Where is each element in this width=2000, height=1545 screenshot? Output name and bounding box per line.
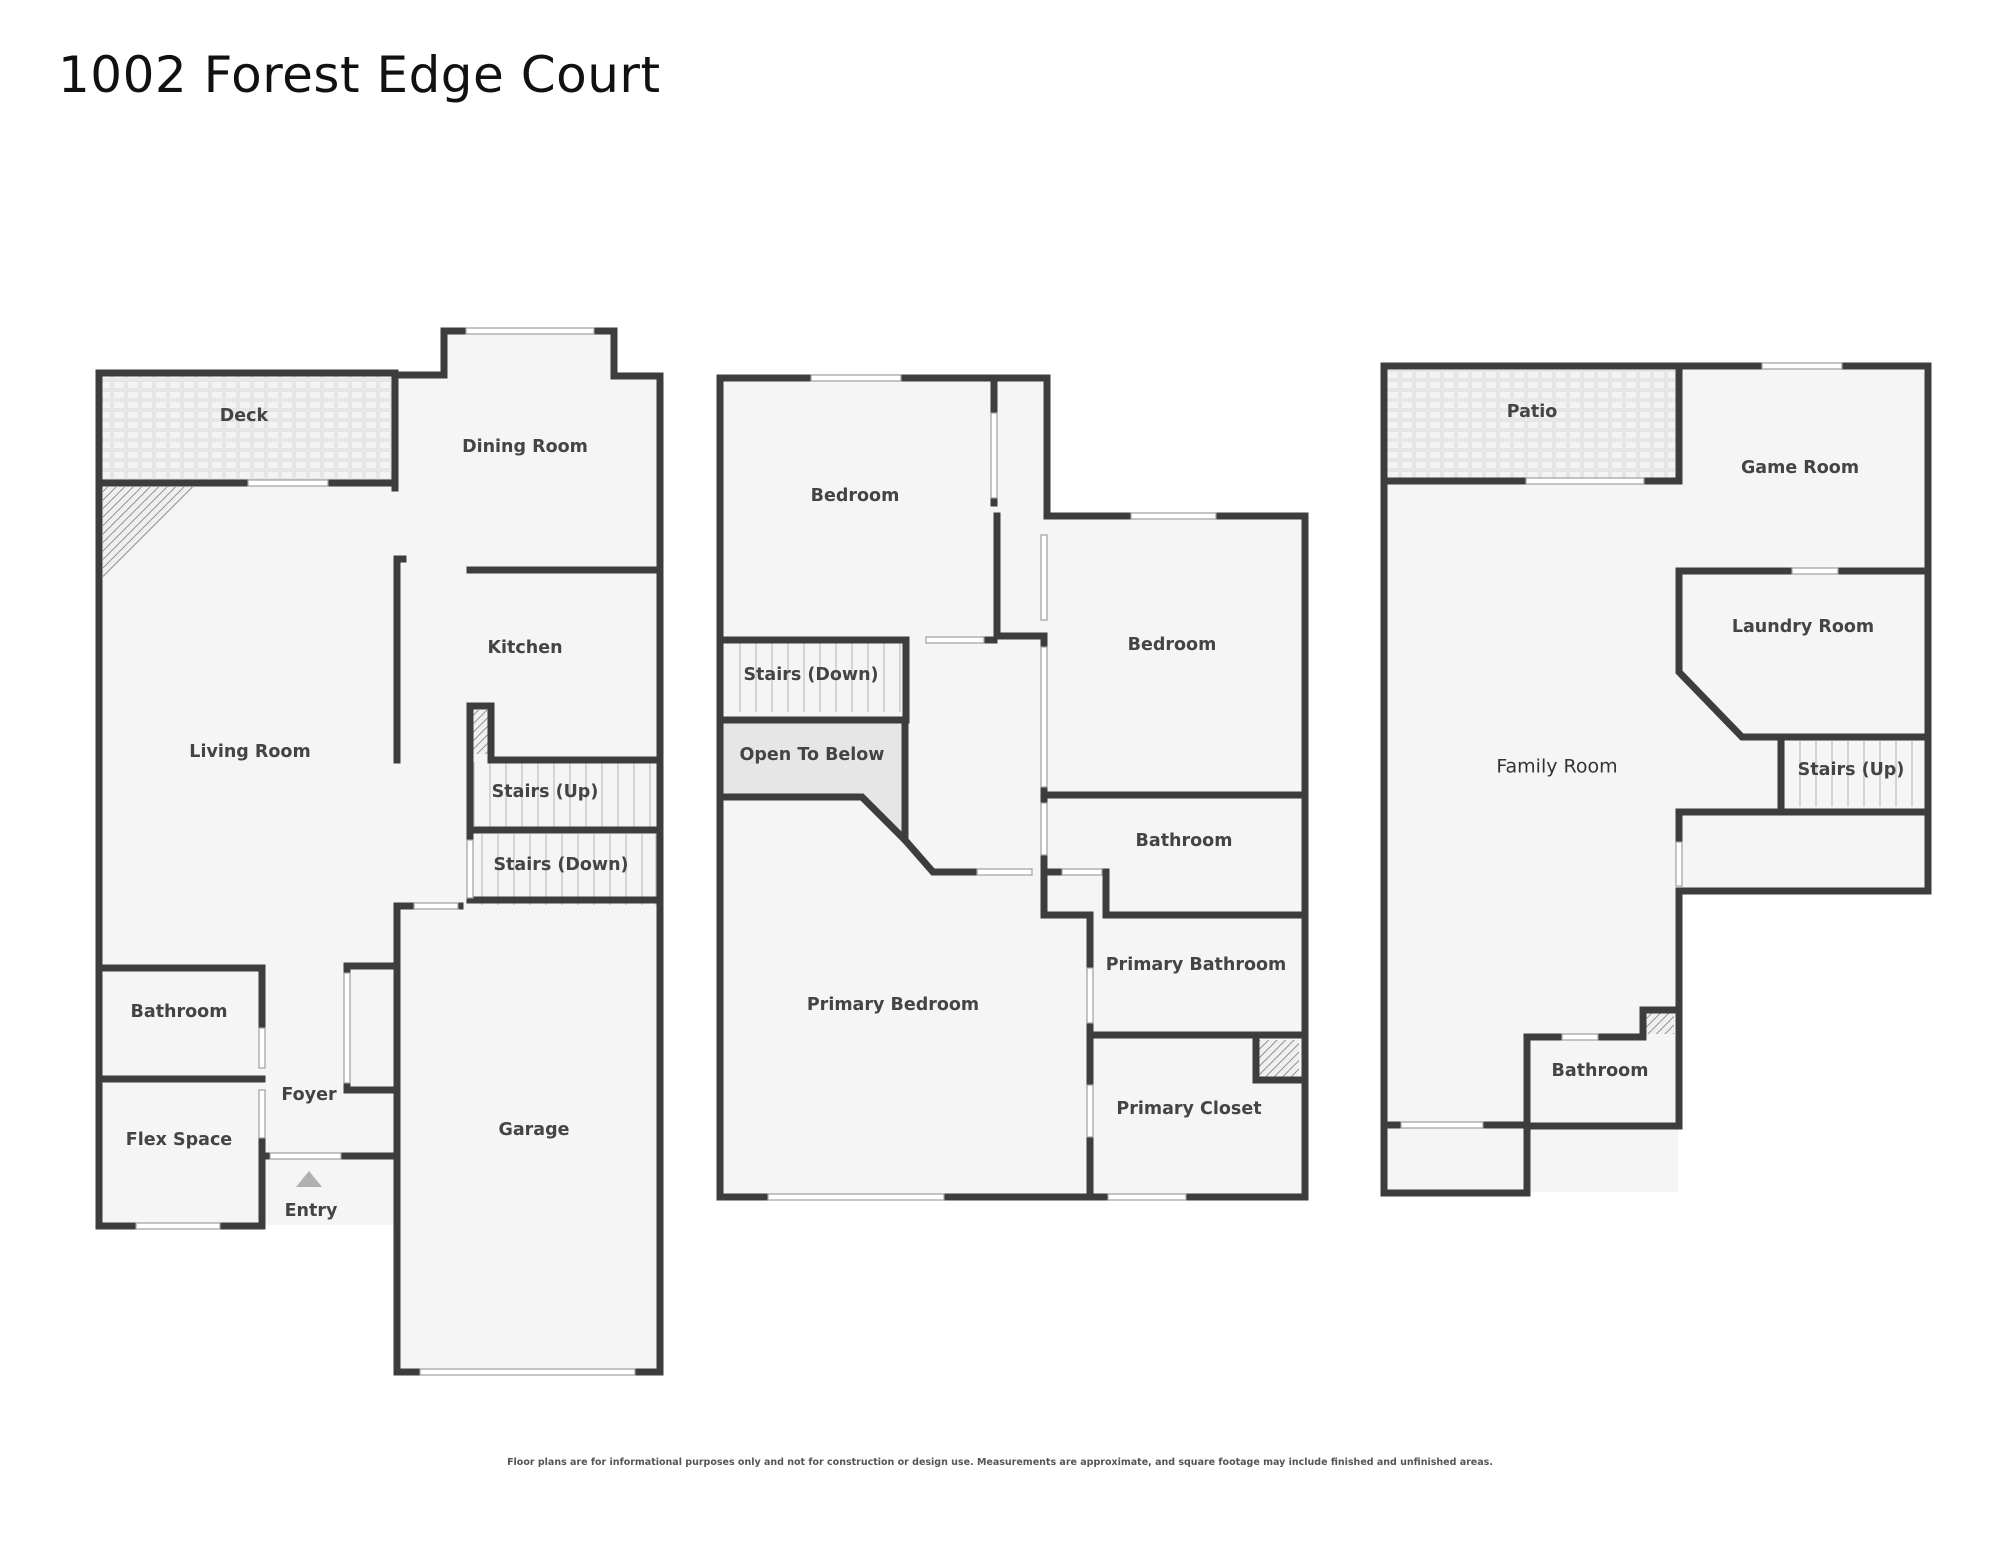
label-dining-room: Dining Room — [462, 437, 588, 457]
lower-closet-door — [1675, 841, 1683, 887]
entry-arrow-icon — [296, 1171, 322, 1187]
flex-door — [258, 1089, 266, 1139]
lower-floor-windows — [1400, 362, 1843, 1129]
closet-hatch — [1259, 1040, 1299, 1078]
deck-paving — [100, 373, 395, 483]
label-laundry-room: Laundry Room — [1732, 617, 1874, 637]
lower-storage-door — [1400, 1121, 1484, 1129]
primary-bath-door — [1086, 967, 1094, 1024]
label-bedroom-1: Bedroom — [811, 486, 900, 506]
hall-closet-door — [1061, 868, 1103, 876]
fireplace-hatch — [103, 487, 196, 578]
game-room-window — [1761, 362, 1843, 370]
label-main-stairs-down: Stairs (Down) — [493, 855, 628, 875]
label-family-room: Family Room — [1496, 756, 1617, 778]
lower-bath-door — [1561, 1033, 1599, 1041]
patio-door — [1525, 477, 1645, 485]
open-to-below-fill — [723, 720, 905, 840]
primary-closet-door — [1086, 1084, 1094, 1138]
primary-bedroom-door — [976, 868, 1033, 876]
laundry-door — [1791, 567, 1839, 575]
bedroom2-door — [1040, 646, 1048, 788]
upper-floor-windows — [767, 374, 1217, 1201]
main-floor-fill — [99, 331, 660, 1373]
label-living-room: Living Room — [189, 742, 310, 762]
upper-floor-plan: Bedroom Bedroom Stairs (Down) Open To Be… — [716, 374, 1309, 1201]
lower-floor-fill — [1384, 366, 1928, 1192]
label-patio: Patio — [1507, 402, 1558, 422]
label-foyer: Foyer — [281, 1085, 337, 1105]
label-kitchen: Kitchen — [487, 638, 562, 658]
bedroom1-closet-door — [990, 412, 998, 499]
primary-bedroom-window — [767, 1193, 945, 1201]
label-primary-closet: Primary Closet — [1116, 1099, 1261, 1119]
lower-closet-hatch — [1646, 1012, 1674, 1034]
deck-door — [247, 479, 329, 487]
label-upper-stairs-down: Stairs (Down) — [743, 665, 878, 685]
bedroom1-door — [925, 636, 985, 644]
label-garage: Garage — [498, 1120, 569, 1140]
garage-door — [419, 1368, 636, 1376]
label-primary-bathroom: Primary Bathroom — [1106, 955, 1287, 975]
label-open-to-below: Open To Below — [740, 745, 885, 765]
bedroom2-closet-door — [1040, 534, 1048, 621]
dining-window — [465, 327, 595, 335]
bathroom-door — [1040, 802, 1048, 856]
foyer-closet-door — [343, 972, 351, 1084]
garage-entry-door — [413, 902, 459, 910]
kitchen-pantry-hatch — [472, 710, 488, 754]
lower-floor-plan: Patio Game Room Laundry Room Family Room… — [1380, 362, 1932, 1197]
label-bedroom-2: Bedroom — [1128, 635, 1217, 655]
upper-stair-treads — [739, 643, 901, 712]
main-floor-windows — [135, 327, 636, 1376]
stairs-opening — [466, 839, 474, 899]
label-game-room: Game Room — [1741, 458, 1859, 478]
label-main-stairs-up: Stairs (Up) — [492, 782, 599, 802]
primary-closet-window — [1107, 1193, 1187, 1201]
label-primary-bedroom: Primary Bedroom — [807, 995, 979, 1015]
label-deck: Deck — [220, 406, 269, 426]
bath-door — [258, 1027, 266, 1069]
label-main-bathroom: Bathroom — [131, 1002, 228, 1022]
page-title: 1002 Forest Edge Court — [58, 46, 661, 104]
label-flex-space: Flex Space — [126, 1130, 233, 1150]
bedroom2-window — [1130, 512, 1217, 520]
patio-paving — [1384, 367, 1675, 479]
label-upper-bathroom: Bathroom — [1136, 831, 1233, 851]
label-lower-stairs-up: Stairs (Up) — [1798, 760, 1905, 780]
main-stair-treads — [473, 762, 657, 905]
bedroom1-window — [810, 374, 902, 382]
main-floor-plan: Deck Dining Room Kitchen Living Room Sta… — [95, 327, 664, 1376]
entry-door — [269, 1152, 342, 1160]
label-lower-bathroom: Bathroom — [1552, 1061, 1649, 1081]
label-entry: Entry — [285, 1201, 338, 1221]
flex-window — [135, 1222, 221, 1230]
disclaimer-text: Floor plans are for informational purpos… — [507, 1457, 1493, 1468]
